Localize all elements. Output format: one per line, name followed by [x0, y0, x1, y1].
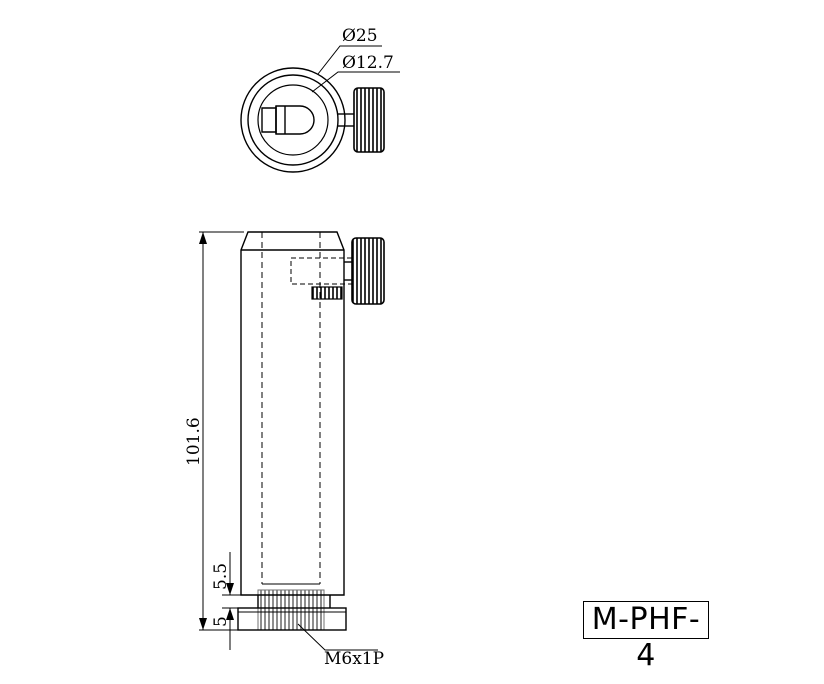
outer-diameter-label: Ø25	[342, 26, 378, 46]
section-a-label: 5.5	[211, 563, 231, 590]
thread	[257, 589, 325, 631]
side-dimensions	[199, 231, 378, 651]
thread-label: M6x1P	[324, 649, 384, 669]
model-label: M-PHF-4	[583, 601, 709, 673]
top-knob	[353, 87, 385, 153]
height-label: 101.6	[184, 417, 204, 466]
slot-shape	[261, 107, 277, 133]
post-head	[275, 105, 315, 135]
side-knob	[351, 237, 385, 305]
inner-circle	[257, 84, 329, 156]
top-view	[240, 67, 385, 173]
top-dimensions	[311, 45, 400, 93]
set-screw	[311, 286, 343, 300]
inner-diameter-label: Ø12.7	[342, 53, 394, 73]
side-view	[237, 231, 385, 631]
outer-circle	[240, 67, 346, 173]
section-b-label: 5	[211, 616, 231, 627]
mid-circle	[247, 74, 339, 166]
